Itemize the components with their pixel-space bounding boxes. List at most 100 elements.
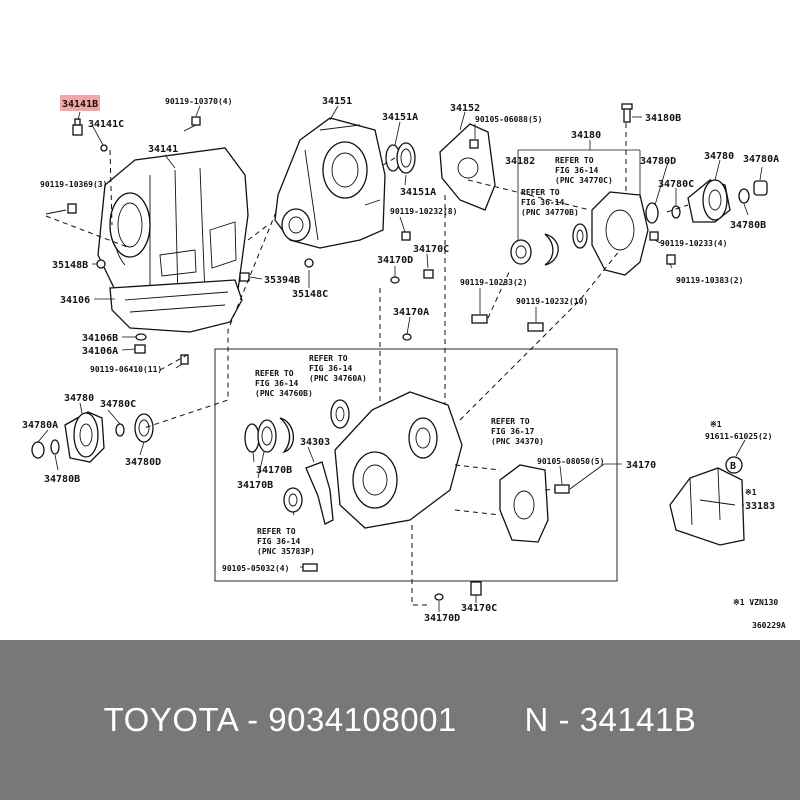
rear-case-34180 [591, 191, 649, 276]
label-34780b-right: 34780B [730, 220, 766, 231]
footer-band: TOYOTA - 9034108001 N - 34141B [0, 640, 800, 800]
label-33183: 33183 [745, 501, 775, 512]
label-34780-left: 34780 [64, 393, 94, 404]
gasket-35394b [239, 272, 250, 282]
svg-text:REFER TO: REFER TO [255, 369, 294, 378]
svg-text:(PNC 35783P): (PNC 35783P) [257, 547, 315, 556]
svg-text:REFER TO: REFER TO [521, 188, 560, 197]
label-34780-right: 34780 [704, 151, 734, 162]
washer-34780b-right [738, 188, 750, 204]
label-34170a: 34170A [393, 307, 429, 318]
bolt-90105-08050 [554, 484, 570, 494]
svg-text:FIG 36-14: FIG 36-14 [555, 166, 599, 175]
svg-text:(PNC 34370): (PNC 34370) [491, 437, 544, 446]
label-34151a-top: 34151A [382, 112, 418, 123]
label-34170d-bot: 34170D [424, 613, 460, 624]
label-35148b: 35148B [52, 260, 88, 271]
label-90119-10233-2: 90119-10233(2) [460, 278, 527, 287]
bolt-90105-05032 [302, 563, 318, 572]
snap-ring [544, 233, 559, 266]
label-34151: 34151 [322, 96, 352, 107]
bolt-90119-10233-2 [471, 314, 488, 324]
plate-34152 [439, 123, 496, 211]
bolt-90105-06088 [469, 139, 479, 149]
labels: 34141B 34141C 34141 90119-10369(3) 90119… [22, 96, 786, 630]
label-91611-61025: 91611-61025(2) [705, 432, 772, 441]
plug-34106a [134, 344, 146, 354]
refer-note-34760a: REFER TO FIG 36-14 (PNC 34760A) [309, 354, 367, 383]
label-34170c-bot: 34170C [461, 603, 497, 614]
bearing-35783p [283, 487, 303, 513]
bolt-34170c-bot [470, 581, 482, 596]
label-34780a-left: 34780A [22, 420, 58, 431]
washer-34170d-bot [434, 593, 444, 601]
label-34170b-a: 34170B [256, 465, 292, 476]
circle-b-marker [725, 456, 743, 474]
label-90105-08050: 90105-08050(5) [537, 457, 604, 466]
footer-part-number: TOYOTA - 9034108001 N - 34141B [103, 701, 697, 738]
plug-35148b [96, 259, 106, 269]
ring-34760b [279, 417, 294, 454]
label-90105-05032: 90105-05032(4) [222, 564, 289, 573]
label-34106a: 34106A [82, 346, 118, 357]
refer-note-34760b: REFER TO FIG 36-14 (PNC 34760B) [255, 369, 313, 398]
ring-34780c-left [115, 423, 125, 437]
extension-housing-34141 [97, 147, 249, 333]
bolt-34180b [621, 103, 633, 123]
flange-34780-right [687, 179, 731, 223]
seal-34151a-top [385, 142, 416, 174]
label-34106b: 34106B [82, 333, 118, 344]
nut-34780a-left [31, 441, 45, 459]
bolt-34170c-top [423, 269, 434, 279]
label-90119-10232-8: 90119-10232(8) [390, 207, 457, 216]
flange-34780-left [64, 411, 105, 463]
pump-body-34370 [499, 464, 549, 543]
label-34141b: 34141B [62, 99, 98, 110]
label-34180: 34180 [571, 130, 601, 141]
label-90119-10369: 90119-10369(3) [40, 180, 107, 189]
label-90119-06410: 90119-06410(11) [90, 365, 162, 374]
transfer-case-34151 [274, 117, 386, 249]
label-90119-10232-10: 90119-10232(10) [516, 297, 588, 306]
svg-text:FIG 36-14: FIG 36-14 [309, 364, 353, 373]
label-mark1-a: ※1 [710, 420, 722, 429]
bearing-34760a [330, 399, 350, 429]
label-90119-10383: 90119-10383(2) [676, 276, 743, 285]
ring-34780c-right [671, 205, 681, 219]
label-34780b-left: 34780B [44, 474, 80, 485]
refer-note-35783p: REFER TO FIG 36-14 (PNC 35783P) [257, 527, 315, 556]
bolt-90119-10232-10 [527, 322, 544, 332]
svg-text:FIG 36-14: FIG 36-14 [257, 537, 301, 546]
label-34152: 34152 [450, 103, 480, 114]
refer-note-34370: REFER TO FIG 36-17 (PNC 34370) [491, 417, 544, 446]
washer-34141c [100, 144, 108, 152]
label-34106: 34106 [60, 295, 90, 306]
label-90119-10370: 90119-10370(4) [165, 97, 232, 106]
washer-34780b-left [50, 439, 60, 455]
label-34170d-top: 34170D [377, 255, 413, 266]
assembly-dashed-lines [45, 123, 689, 606]
svg-text:REFER TO: REFER TO [309, 354, 348, 363]
leader-lines [37, 105, 763, 612]
label-34780d-left: 34780D [125, 457, 161, 468]
seal-34780d-right [645, 202, 659, 224]
transfer-case-34170 [334, 391, 463, 529]
svg-text:(PNC 34770B): (PNC 34770B) [521, 208, 579, 217]
highlight-box [60, 95, 100, 111]
label-34303: 34303 [300, 437, 330, 448]
refer-note-34770b: REFER TO FIG 36-14 (PNC 34770B) [521, 188, 579, 217]
svg-text:(PNC 34770C): (PNC 34770C) [555, 176, 613, 185]
label-34151a-bot: 34151A [400, 187, 436, 198]
svg-text:FIG 36-14: FIG 36-14 [255, 379, 299, 388]
label-35394b: 35394B [264, 275, 300, 286]
bolt-34141b [72, 118, 83, 136]
bracket-33183 [669, 467, 745, 546]
svg-text:FIG 36-14: FIG 36-14 [521, 198, 565, 207]
label-34170: 34170 [626, 460, 656, 471]
washer-34170d-top [390, 276, 400, 284]
bearing-34770b [572, 223, 588, 249]
label-34780c-right: 34780C [658, 179, 694, 190]
label-mark1-b: ※1 [745, 488, 757, 497]
nut-34780a-right [753, 180, 768, 196]
